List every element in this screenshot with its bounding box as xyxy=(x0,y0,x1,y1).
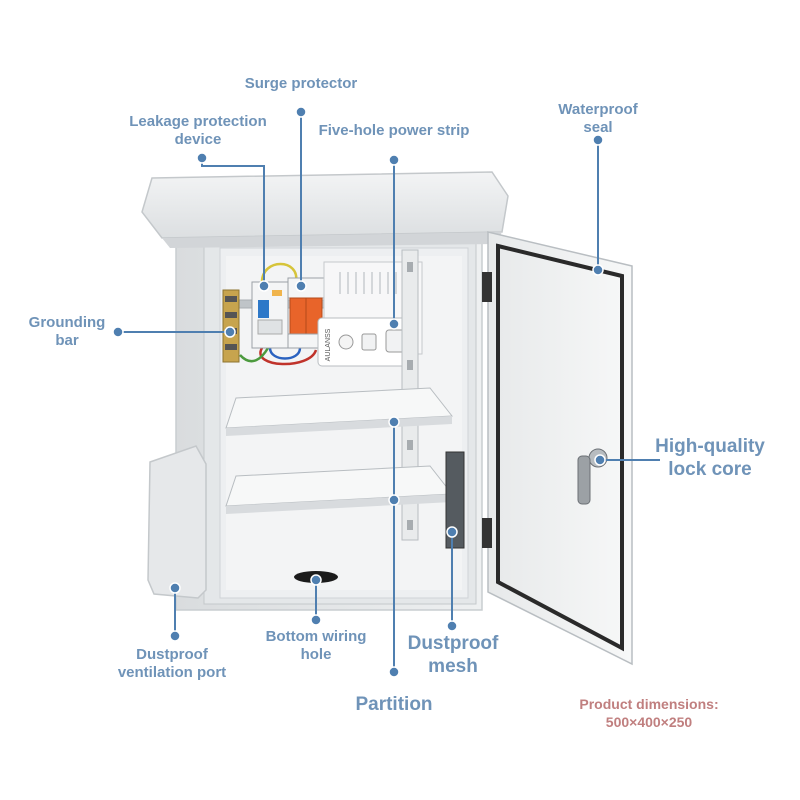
label-leakage-protection: Leakage protection device xyxy=(112,113,284,149)
label-ventilation-port: Dustproof ventilation port xyxy=(100,646,244,682)
label-grounding-line1: Grounding xyxy=(28,314,106,331)
label-waterproof-seal: Waterproof seal xyxy=(540,101,656,137)
label-surge-protector: Surge protector xyxy=(244,75,358,92)
label-grounding-bar: Grounding bar xyxy=(18,314,116,350)
label-lock-core: High-quality lock core xyxy=(642,436,778,482)
leader-lines xyxy=(118,112,660,672)
dustproof-mesh xyxy=(445,451,465,549)
label-leakage-line2: device xyxy=(174,131,222,148)
five-hole-power-strip: AULANSS xyxy=(317,317,419,367)
dimensions-value: 500×400×250 xyxy=(605,713,693,730)
label-mesh-line2: mesh xyxy=(428,655,478,677)
label-waterproof-line2: seal xyxy=(583,119,613,136)
label-ventilation-line1: Dustproof xyxy=(136,646,208,663)
leakage-protection-device xyxy=(251,281,289,349)
label-leakage-line1: Leakage protection xyxy=(129,113,267,130)
ventilation-port-cover xyxy=(147,445,207,599)
label-mesh-line1: Dustproof xyxy=(407,633,499,654)
label-lock-line2: lock core xyxy=(668,458,752,480)
power-strip-brand: AULANSS xyxy=(325,328,332,361)
label-bottom-wiring-hole: Bottom wiring hole xyxy=(246,628,386,664)
grounding-bar xyxy=(222,289,240,363)
label-lock-line1: High-quality xyxy=(655,436,765,457)
rain-canopy xyxy=(141,171,509,248)
label-power-strip: Five-hole power strip xyxy=(318,122,470,139)
label-bottom-line1: Bottom wiring xyxy=(265,628,367,645)
label-bottom-line2: hole xyxy=(300,646,332,663)
product-dimensions: Product dimensions: 500×400×250 xyxy=(556,696,742,731)
dimensions-title: Product dimensions: xyxy=(579,696,719,712)
label-partition: Partition xyxy=(355,694,433,715)
label-dustproof-mesh: Dustproof mesh xyxy=(396,633,510,679)
label-grounding-line2: bar xyxy=(55,332,79,349)
leader-dots xyxy=(112,106,606,678)
label-waterproof-line1: Waterproof xyxy=(558,101,638,118)
label-ventilation-line2: ventilation port xyxy=(117,664,227,681)
enclosure-door xyxy=(482,231,633,666)
